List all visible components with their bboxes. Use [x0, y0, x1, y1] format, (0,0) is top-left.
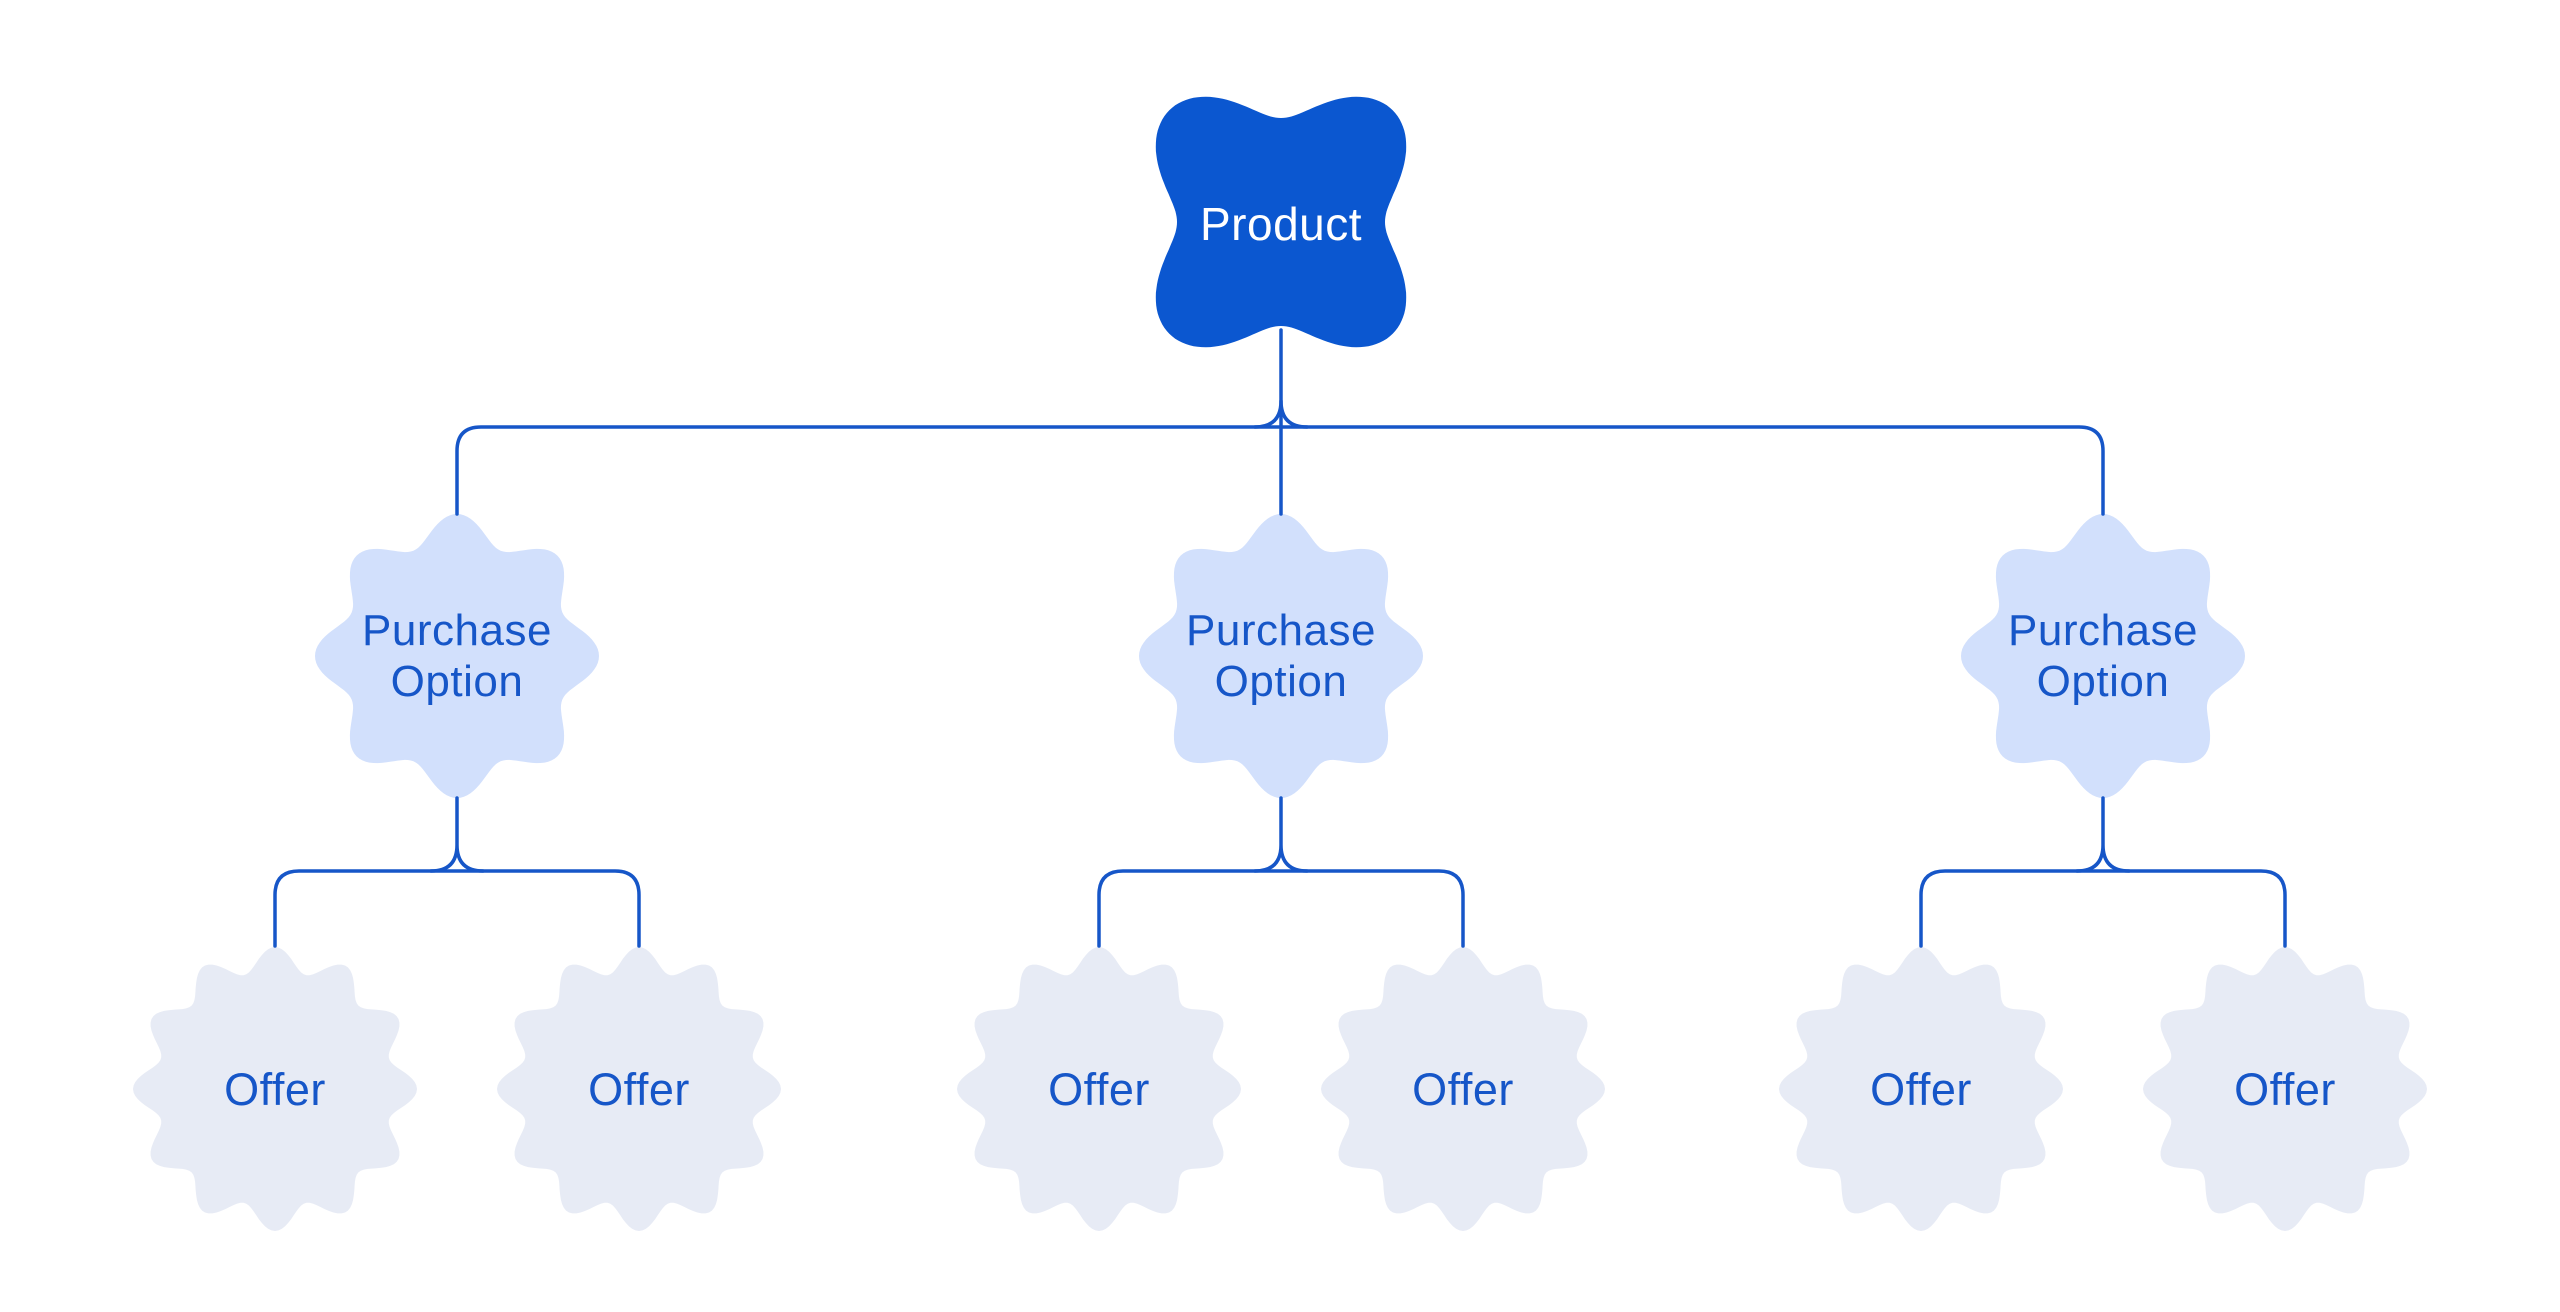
purchase-option-shape-3	[1961, 514, 2245, 798]
node-purchase-option-1-label: Purchase Option	[362, 605, 552, 707]
connector-po2-stub	[1253, 796, 1309, 873]
offer-shape-3	[957, 947, 1241, 1231]
connector-po1-rail	[273, 869, 641, 948]
purchase-option-1-line-1: Purchase	[362, 605, 552, 655]
node-offer-1-label: Offer	[224, 1064, 326, 1115]
purchase-option-shape-2	[1139, 514, 1423, 798]
purchase-option-1-line-2: Option	[390, 657, 524, 706]
offer-shape-5	[1779, 947, 2063, 1231]
product-shape	[1155, 96, 1407, 348]
offer-shape-6	[2143, 947, 2427, 1231]
node-purchase-option-2-label: Purchase Option	[1186, 605, 1376, 707]
connector-po2-rail	[1097, 869, 1465, 948]
purchase-option-3-line-1: Purchase	[2008, 605, 2198, 655]
purchase-option-2-line-2: Option	[1214, 657, 1348, 706]
node-purchase-option-3-label: Purchase Option	[2008, 605, 2198, 707]
node-offer-5-label: Offer	[1870, 1064, 1972, 1115]
node-shapes-layer	[133, 96, 2427, 1231]
purchase-option-2-line-1: Purchase	[1186, 605, 1376, 655]
connector-level1-fillets	[1253, 399, 1309, 429]
purchase-option-3-line-2: Option	[2036, 657, 2170, 706]
purchase-option-shape-1	[315, 514, 599, 798]
node-product-label: Product	[1199, 198, 1363, 250]
connector-level1-rail	[455, 425, 2105, 516]
node-offer-4-label: Offer	[1412, 1064, 1514, 1115]
offer-shape-2	[497, 947, 781, 1231]
connector-layer	[273, 328, 2287, 948]
offer-shape-1	[133, 947, 417, 1231]
connector-po3-rail	[1919, 869, 2287, 948]
offer-shape-4	[1321, 947, 1605, 1231]
node-offer-2-label: Offer	[588, 1064, 690, 1115]
connector-po1-stub	[429, 796, 485, 873]
node-offer-3-label: Offer	[1048, 1064, 1150, 1115]
connector-po3-stub	[2075, 796, 2131, 873]
node-offer-6-label: Offer	[2234, 1064, 2336, 1115]
